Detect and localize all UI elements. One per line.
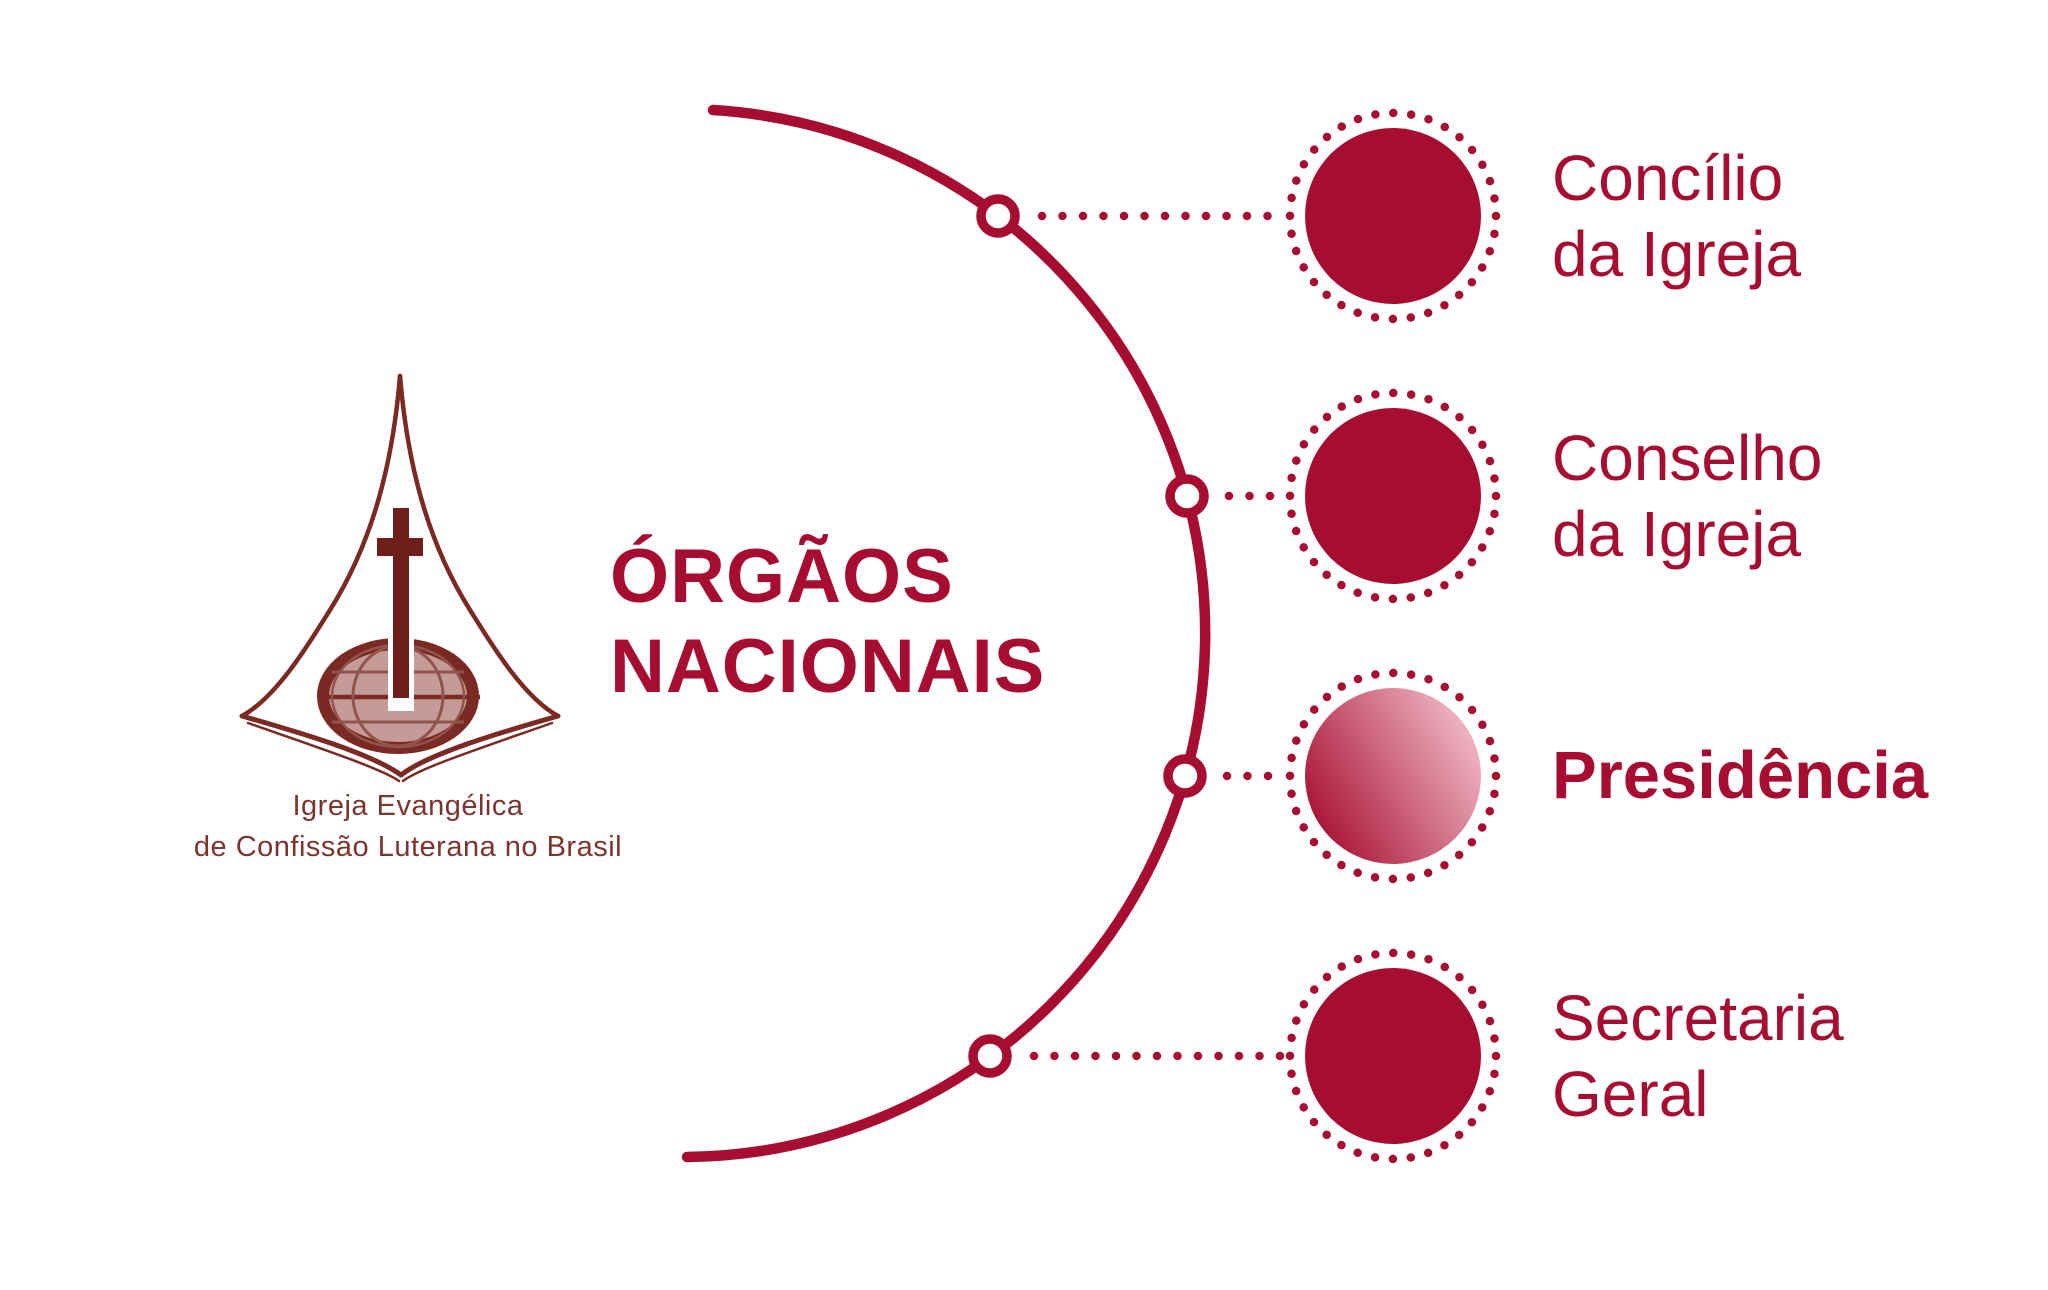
item-circle-conselho [1305, 408, 1481, 584]
item-circle-concilio [1305, 128, 1481, 304]
cross-vertical-bar [393, 508, 409, 698]
page-title-line2: NACIONAIS [610, 624, 1046, 709]
orbit-arc [681, 104, 1211, 1163]
base-swoosh-left-inner [246, 721, 401, 783]
logo-caption-line2: de Confissão Luterana no Brasil [193, 831, 623, 863]
page-title-line1: ÓRGÃOS [610, 534, 954, 619]
item-label-line: Secretaria [1552, 982, 1844, 1054]
item-label-presidencia: Presidência [1552, 738, 1928, 814]
arc-node-conselho [1165, 474, 1209, 518]
arc-node-presidencia [1163, 754, 1207, 798]
item-label-line: Presidência [1552, 738, 1929, 813]
base-swoosh-right [398, 713, 561, 778]
dotted-ring-secretaria [1285, 948, 1501, 1164]
logo-caption: Igreja Evangélica de Confissão Luterana … [150, 786, 666, 868]
item-label-concilio: Concílio da Igreja [1552, 140, 1801, 292]
page-title: ÓRGÃOS NACIONAIS [610, 532, 1045, 712]
item-label-secretaria: Secretaria Geral [1552, 980, 1844, 1132]
spire-right-line [397, 373, 561, 719]
item-label-line: Concílio [1552, 142, 1784, 214]
base-swoosh-right-inner [401, 721, 554, 783]
item-label-line: da Igreja [1552, 498, 1802, 570]
item-label-line: Geral [1552, 1058, 1709, 1130]
dotted-ring-presidencia [1285, 668, 1501, 884]
dotted-ring-concilio [1285, 108, 1501, 324]
arc-node-concilio [976, 194, 1020, 238]
logo-caption-line1: Igreja Evangélica [292, 790, 524, 822]
dotted-ring-conselho [1285, 388, 1501, 604]
church-spire-cross-globe-icon [239, 373, 561, 783]
base-swoosh-left [239, 713, 404, 778]
item-label-line: da Igreja [1552, 218, 1802, 290]
item-label-conselho: Conselho da Igreja [1552, 420, 1822, 572]
spire-left-line [239, 373, 403, 719]
cross-horizontal-bar [377, 538, 423, 556]
item-label-line: Conselho [1552, 422, 1823, 494]
arc-node-secretaria [968, 1034, 1012, 1078]
item-circle-presidencia [1305, 688, 1481, 864]
item-circle-secretaria [1305, 968, 1481, 1144]
